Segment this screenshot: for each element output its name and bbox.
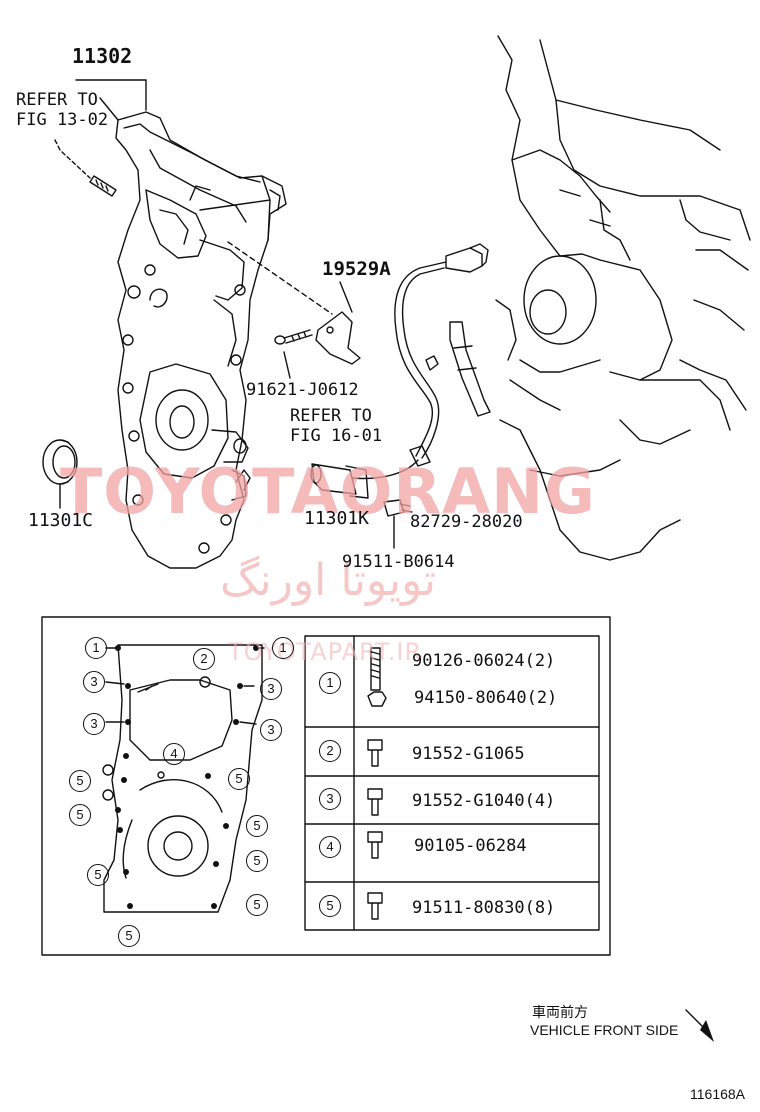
bubble-left-5d: 5: [118, 925, 140, 947]
bubble-inner-4: 4: [163, 743, 185, 765]
bracket-19529A: [315, 281, 361, 365]
refer-fig-16-line1: REFER TO: [290, 406, 372, 426]
engine-block-illustration: [495, 35, 751, 561]
bubble-right-3b: 3: [260, 719, 282, 741]
bolt-map-frame: [41, 616, 611, 956]
bolt-91511-B0614: [383, 499, 413, 549]
bubble-left-3b: 3: [83, 713, 105, 735]
bubble-right-5a: 5: [228, 768, 250, 790]
bubble-left-5c: 5: [87, 864, 109, 886]
table-row-4-part[interactable]: 90105-06284: [414, 836, 527, 856]
table-row-5-part[interactable]: 91511-80830(8): [412, 898, 556, 918]
callout-11301K[interactable]: 11301K: [304, 508, 370, 529]
callout-82729-28020[interactable]: 82729-28020: [410, 512, 523, 532]
table-row-3-number: 3: [319, 788, 341, 810]
callout-19529A[interactable]: 19529A: [322, 258, 391, 280]
bubble-left-5b: 5: [69, 804, 91, 826]
callout-91621-J0612[interactable]: 91621-J0612: [246, 380, 359, 400]
bubble-right-5d: 5: [246, 894, 268, 916]
stud-bolt: [89, 175, 117, 197]
table-row-4-number: 4: [319, 836, 341, 858]
callout-11301C[interactable]: 11301C: [28, 510, 94, 531]
leader-11302: [75, 79, 147, 111]
bolt-table-grid: [304, 635, 600, 931]
arrow-head-icon: [700, 1020, 714, 1042]
timing-cover-illustration: [115, 111, 287, 569]
bolt-91621-J0612: [274, 329, 313, 379]
refer-fig-13-line2[interactable]: FIG 13-02: [16, 110, 109, 130]
callout-11302[interactable]: 11302: [72, 44, 133, 68]
vehicle-front-label-en: VEHICLE FRONT SIDE: [530, 1022, 679, 1038]
bubble-left-5a: 5: [69, 770, 91, 792]
bubble-right-3a: 3: [260, 678, 282, 700]
table-row-5-number: 5: [319, 895, 341, 917]
bubble-right-1: 1: [272, 637, 294, 659]
bubble-right-5b: 5: [246, 815, 268, 837]
bubble-right-5c: 5: [246, 850, 268, 872]
table-row-1-part-a[interactable]: 90126-06024(2): [412, 651, 556, 671]
vehicle-front-label-jp: 車両前方: [532, 1005, 588, 1021]
figure-number: 116168A: [690, 1086, 746, 1102]
table-row-3-part[interactable]: 91552-G1040(4): [412, 791, 556, 811]
crank-sensor-assembly: [310, 243, 491, 499]
bolt-location-diagram: [102, 644, 263, 913]
bubble-left-1: 1: [85, 637, 107, 659]
table-row-1-part-b[interactable]: 94150-80640(2): [414, 688, 558, 708]
table-row-2-number: 2: [319, 740, 341, 762]
bubble-left-3a: 3: [83, 671, 105, 693]
bubble-inner-2: 2: [193, 648, 215, 670]
table-bolt-icons: [367, 647, 387, 920]
refer-fig-16-line2[interactable]: FIG 16-01: [290, 426, 383, 446]
callout-91511-B0614[interactable]: 91511-B0614: [342, 552, 455, 572]
table-row-1-number: 1: [319, 672, 341, 694]
table-row-2-part[interactable]: 91552-G1065: [412, 744, 525, 764]
refer-fig-13-line1: REFER TO: [16, 90, 98, 110]
oil-seal-11301C: [42, 439, 78, 509]
vehicle-front-arrow-icon: [685, 1009, 705, 1029]
